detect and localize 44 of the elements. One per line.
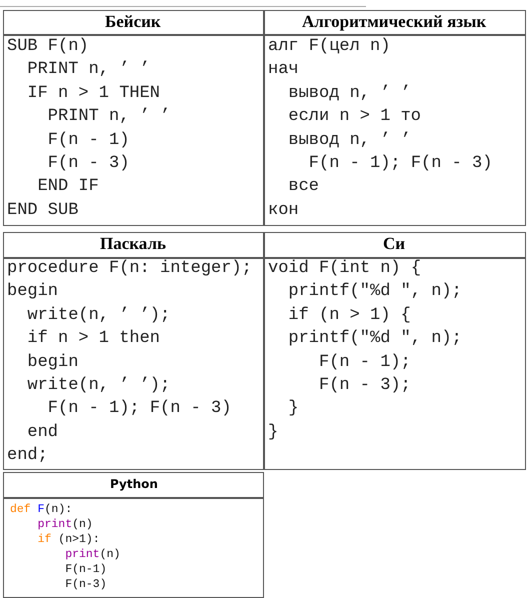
code-line: write(n, ’ ’);: [26, 376, 170, 396]
column-header: Паскаль: [100, 234, 166, 254]
code-line: }: [287, 399, 299, 420]
code-line: printf("%d ", n);: [287, 282, 462, 302]
code-line: if (n > 1) {: [287, 306, 411, 326]
code-line: PRINT n, ’ ’: [46, 107, 170, 128]
code-line: if (n>1):: [36, 533, 100, 547]
code-line: END IF: [36, 177, 99, 198]
code-line: кон: [268, 200, 299, 221]
code-line: если n > 1 то: [287, 107, 422, 128]
code-line: print(n): [36, 518, 93, 532]
column-header: Python: [110, 477, 158, 491]
code-line: if n > 1 then: [26, 329, 160, 350]
column-header: Бейсик: [105, 12, 161, 32]
code-line: алг F(цел n): [268, 37, 390, 57]
code-line: begin: [26, 352, 78, 373]
code-line: F(n - 3): [46, 154, 130, 174]
code-line: }: [268, 422, 278, 443]
code-line: IF n > 1 THEN: [26, 84, 160, 104]
code-line: def F(n):: [10, 503, 72, 517]
code-line: END SUB: [7, 200, 78, 221]
code-line: все: [287, 177, 319, 198]
code-line: F(n-3): [64, 578, 107, 592]
code-line: нач: [268, 60, 299, 80]
code-line: SUB F(n): [7, 37, 89, 57]
code-line: вывод n, ’ ’: [287, 84, 411, 104]
code-line: end: [26, 422, 58, 443]
code-line: procedure F(n: integer);: [7, 259, 252, 279]
code-line: F(n - 1): [46, 130, 130, 151]
code-line: PRINT n, ’ ’: [26, 60, 150, 80]
code-line: вывод n, ’ ’: [287, 130, 411, 151]
code-line: F(n - 1); F(n - 3): [46, 399, 232, 420]
code-line: F(n-1): [64, 563, 107, 577]
code-line: print(n): [64, 548, 120, 562]
code-line: F(n - 1);: [318, 352, 411, 373]
column-header: Алгоритмический язык: [302, 12, 486, 32]
code-line: end;: [7, 446, 48, 466]
code-line: void F(int n) {: [268, 259, 422, 279]
code-line: begin: [7, 282, 58, 302]
code-line: F(n - 3);: [318, 376, 411, 396]
code-line: printf("%d ", n);: [287, 329, 462, 350]
code-line: F(n - 1); F(n - 3): [308, 154, 492, 174]
code-line: write(n, ’ ’);: [26, 306, 170, 326]
column-header: Си: [383, 234, 406, 254]
